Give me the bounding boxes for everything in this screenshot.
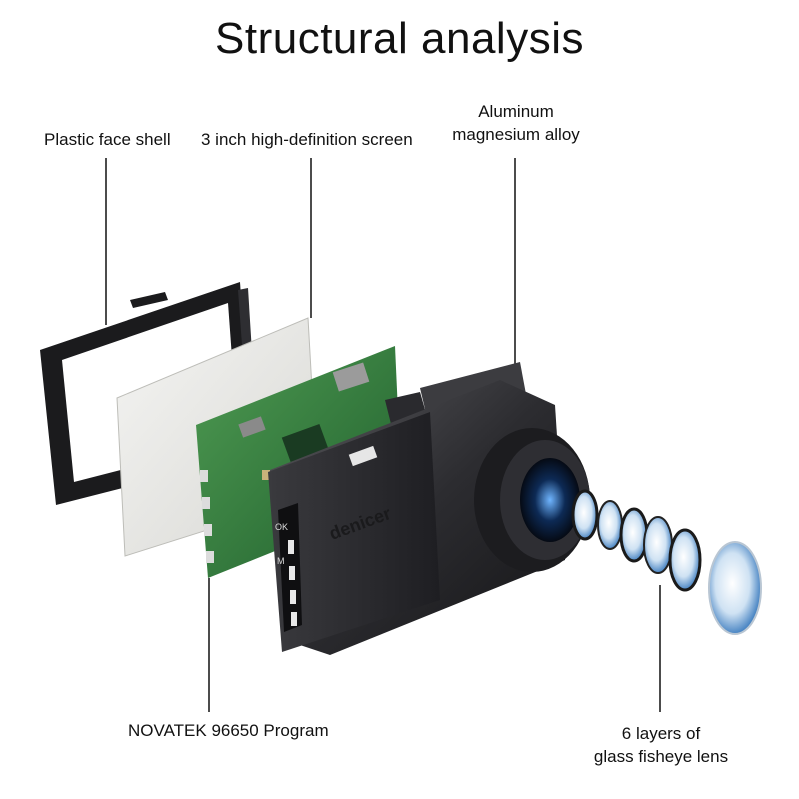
label-plastic-face-shell: Plastic face shell	[44, 130, 171, 149]
page-title: Structural analysis	[215, 14, 584, 63]
lens-element-2	[597, 500, 623, 550]
button-3	[290, 590, 296, 604]
button-label-ok: OK	[275, 522, 288, 532]
label-novatek-program: NOVATEK 96650 Program	[128, 721, 329, 740]
lens-element-5	[668, 528, 702, 592]
label-fisheye-lens: 6 layers of glass fisheye lens	[566, 722, 756, 768]
label-fisheye-lens-line1: 6 layers of	[621, 724, 701, 743]
label-hd-screen: 3 inch high-definition screen	[201, 130, 413, 149]
lens-barrel	[474, 428, 590, 572]
lens-element-4	[643, 516, 673, 574]
label-fisheye-lens-line2: glass fisheye lens	[593, 747, 729, 766]
leader-lines	[105, 158, 661, 712]
button-m	[289, 566, 295, 580]
lens-element-6	[708, 541, 762, 635]
camera-body: OK M denicer	[268, 362, 565, 655]
label-aluminum-alloy-line1: Aluminum	[478, 102, 554, 121]
button-4	[291, 612, 297, 626]
label-aluminum-alloy-line2: magnesium alloy	[452, 125, 580, 144]
button-label-m: M	[277, 556, 285, 566]
fisheye-lens-elements	[571, 489, 762, 635]
label-aluminum-alloy: Aluminum magnesium alloy	[436, 100, 596, 146]
button-ok	[288, 540, 294, 554]
lens-element-3	[619, 507, 649, 563]
lens-element-1	[571, 489, 599, 541]
